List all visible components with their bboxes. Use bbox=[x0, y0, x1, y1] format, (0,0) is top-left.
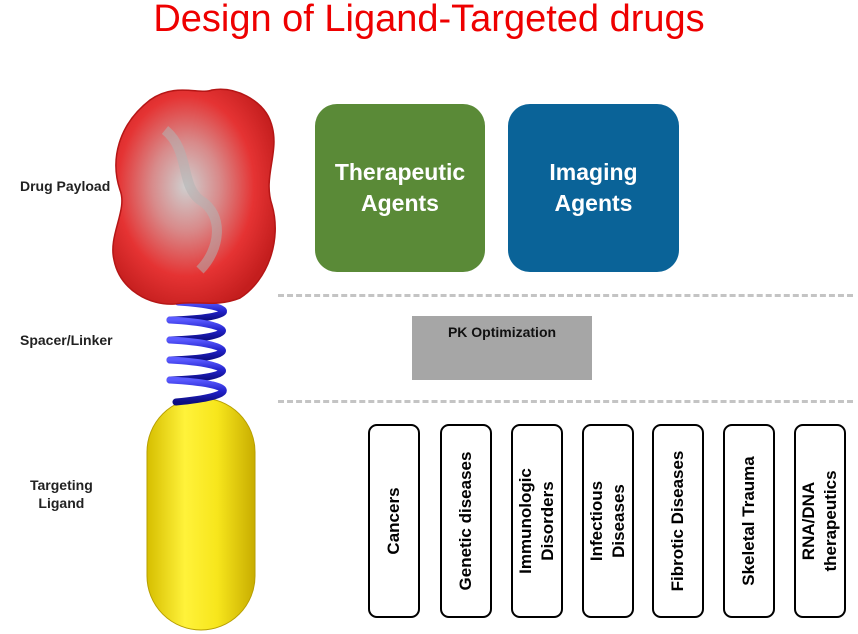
disease-card-fibrotic: Fibrotic Diseases bbox=[652, 424, 704, 618]
disease-card-infectious: Infectious Diseases bbox=[582, 424, 634, 618]
drug-payload-label: Drug Payload bbox=[20, 178, 111, 194]
disease-label: Skeletal Trauma bbox=[739, 456, 758, 586]
targeting-ligand-shape bbox=[146, 397, 256, 631]
disease-card-genetic: Genetic diseases bbox=[440, 424, 492, 618]
therapeutic-agents-box: Therapeutic Agents bbox=[315, 104, 485, 272]
disease-card-immunologic: Immunologic Disorders bbox=[511, 424, 563, 618]
imaging-agents-box: Imaging Agents bbox=[508, 104, 679, 272]
page-title: Design of Ligand-Targeted drugs bbox=[153, 0, 705, 40]
pk-optimization-box: PK Optimization bbox=[412, 316, 592, 380]
disease-label: Infectious Diseases bbox=[587, 480, 628, 562]
spacer-linker-spring bbox=[166, 298, 227, 406]
disease-card-skeletal: Skeletal Trauma bbox=[723, 424, 775, 618]
divider-bottom bbox=[278, 400, 853, 403]
disease-label: Cancers bbox=[384, 487, 403, 555]
imaging-agents-label: Imaging Agents bbox=[549, 159, 638, 216]
disease-card-rna-dna: RNA/DNA therapeutics bbox=[794, 424, 846, 618]
divider-top bbox=[278, 294, 853, 297]
disease-label: Genetic diseases bbox=[456, 451, 475, 591]
disease-label: RNA/DNA therapeutics bbox=[799, 470, 840, 572]
disease-label: Fibrotic Diseases bbox=[668, 450, 687, 592]
disease-label: Immunologic Disorders bbox=[516, 468, 557, 574]
spacer-linker-label: Spacer/Linker bbox=[20, 332, 113, 348]
targeting-ligand-label: Targeting Ligand bbox=[30, 477, 93, 511]
ligand-drug-conjugate-illustration bbox=[112, 88, 276, 631]
therapeutic-agents-label: Therapeutic Agents bbox=[334, 159, 466, 216]
disease-card-cancers: Cancers bbox=[368, 424, 420, 618]
pk-optimization-label: PK Optimization bbox=[447, 324, 557, 340]
